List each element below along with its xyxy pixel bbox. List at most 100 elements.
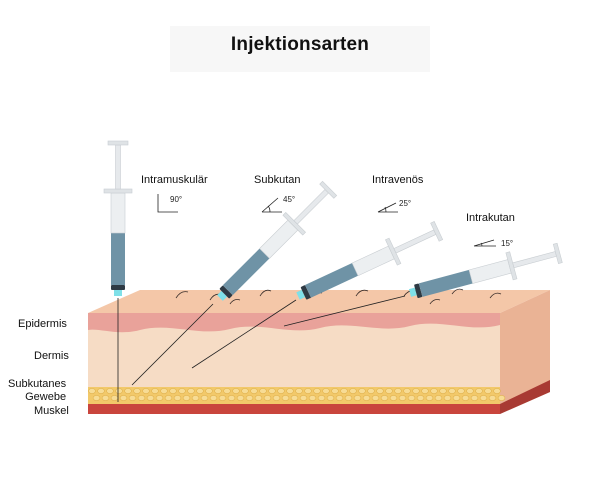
fat-cell (164, 395, 173, 401)
fat-cell (304, 388, 312, 394)
syringe-fluid (418, 269, 473, 297)
fat-cell (191, 395, 200, 401)
syringe-plunger-head (107, 140, 129, 146)
fat-cell (254, 395, 263, 401)
angle-90-icon (157, 194, 178, 213)
fat-cell (326, 395, 335, 401)
fat-cell (439, 388, 447, 394)
skin-side-face (500, 290, 550, 414)
fat-cell (160, 388, 168, 394)
syringe-barrel (468, 259, 512, 284)
fat-cell (421, 388, 429, 394)
fat-cell (353, 395, 362, 401)
epidermis-layer (88, 313, 500, 333)
layer-label-epidermis: Epidermis (18, 318, 67, 330)
fat-cell (407, 395, 416, 401)
fat-cell (241, 388, 249, 394)
label-intrakutan: Intrakutan (466, 212, 515, 224)
fat-cell (308, 395, 317, 401)
fat-cell (169, 388, 177, 394)
fat-cell (488, 395, 497, 401)
syringe-intrakutan (408, 242, 563, 298)
fat-cell (272, 395, 281, 401)
fat-cell (124, 388, 132, 394)
syringe-tip (300, 285, 311, 300)
fat-cell (178, 388, 186, 394)
fat-cell (362, 395, 371, 401)
syringe-fluid (305, 263, 359, 298)
fat-cell (101, 395, 110, 401)
syringe-barrel (110, 192, 126, 234)
fat-cell (416, 395, 425, 401)
fat-cell (142, 388, 150, 394)
fat-cell (196, 388, 204, 394)
fat-cell (443, 395, 452, 401)
syringe-plunger-head (430, 221, 444, 242)
syringe-hub (114, 290, 122, 296)
fat-cell (479, 395, 488, 401)
angle-value-90: 90° (170, 195, 183, 204)
fat-cell (205, 388, 213, 394)
needle-paths (117, 295, 406, 402)
fat-cell (263, 395, 272, 401)
muscle-side-face (500, 380, 550, 414)
fat-cell (349, 388, 357, 394)
label-intramuskular: Intramuskulär (141, 174, 208, 186)
fat-cell (232, 388, 240, 394)
fat-cell (128, 395, 137, 401)
fat-cell (281, 395, 290, 401)
fat-cell (466, 388, 474, 394)
fat-cell (223, 388, 231, 394)
fat-cell (218, 395, 227, 401)
fat-cell (313, 388, 321, 394)
fat-cell (110, 395, 119, 401)
fat-cell (277, 388, 285, 394)
angle-value-15: 15° (501, 239, 514, 248)
fat-cell (376, 388, 384, 394)
angle-25-icon (377, 202, 398, 213)
skin-block (88, 288, 550, 414)
syringe-fluid (111, 233, 125, 285)
fat-cell (385, 388, 393, 394)
layer-label-muskel: Muskel (34, 405, 69, 417)
syringe-plunger-head (319, 180, 338, 199)
syringe-hub (408, 287, 417, 297)
fat-cell (200, 395, 209, 401)
fat-cell (452, 395, 461, 401)
syringes (103, 140, 563, 301)
fat-cell (214, 388, 222, 394)
fat-cell (317, 395, 326, 401)
page-title: Injektionsarten (230, 34, 370, 55)
fat-cells (88, 388, 506, 401)
angle-value-45: 45° (283, 195, 296, 204)
syringe-intravenos (296, 221, 444, 300)
angle-value-25: 25° (399, 199, 412, 208)
fat-cell (371, 395, 380, 401)
fat-cell (106, 388, 114, 394)
fat-cell (137, 395, 146, 401)
fat-cell (331, 388, 339, 394)
fat-cell (182, 395, 191, 401)
fat-cell (367, 388, 375, 394)
fat-cell (227, 395, 236, 401)
fat-cell (155, 395, 164, 401)
fat-cell (115, 388, 123, 394)
fat-cell (430, 388, 438, 394)
fat-cell (209, 395, 218, 401)
syringe-flange (103, 188, 133, 194)
fat-cell (484, 388, 492, 394)
fat-cell (290, 395, 299, 401)
skin-top-surface (88, 290, 550, 313)
fat-cell (146, 395, 155, 401)
syringe-plunger (115, 144, 121, 190)
fat-cell (335, 395, 344, 401)
fat-cell (340, 388, 348, 394)
fat-cell (88, 388, 96, 394)
fat-cell (250, 388, 258, 394)
fat-cell (344, 395, 353, 401)
fat-cell (434, 395, 443, 401)
fat-cell (358, 388, 366, 394)
fat-cell (173, 395, 182, 401)
syringe-barrel (259, 219, 299, 259)
syringe-subkutan (217, 180, 338, 301)
